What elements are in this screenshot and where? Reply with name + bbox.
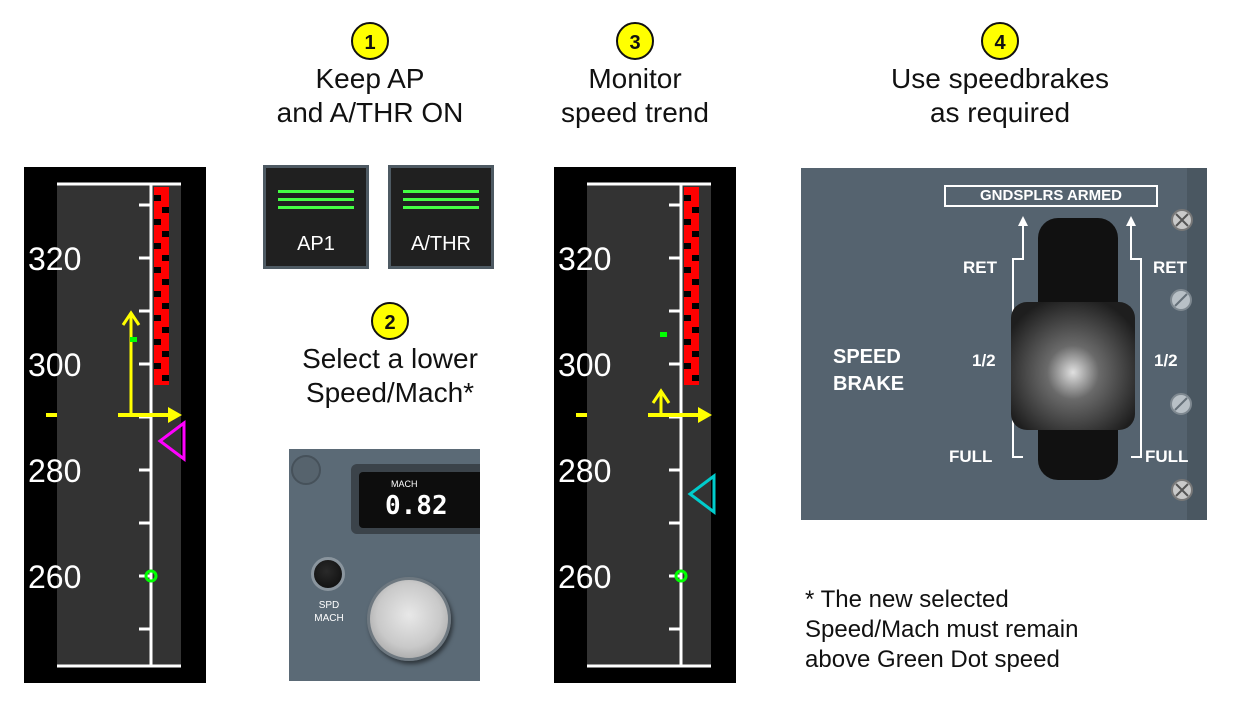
step-badge: 3 [616,22,654,60]
step-text: Keep AP [315,63,425,94]
speedbrake-panel: GNDSPLRS ARMED RET RET 1/2 1/2 FULL FULL… [801,168,1207,520]
half-right-label: 1/2 [1154,351,1178,370]
footnote-line: * The new selected [805,586,1009,613]
step-2-heading: 2 Select a lower Speed/Mach* [250,302,530,410]
speed-trend-arrow [651,388,671,415]
tick-label: 280 [558,453,611,489]
footnote-line: Speed/Mach must remain [805,616,1079,643]
overspeed-band [154,187,169,385]
full-left-label: FULL [949,447,993,466]
full-right-label: FULL [1145,447,1189,466]
speed-reference-triangle [168,407,182,423]
ap1-button[interactable]: AP1 [263,165,369,269]
screw-icon [1171,209,1193,231]
screw-icon [1170,393,1192,415]
footnote-line: above Green Dot speed [805,646,1060,673]
step-3-heading: 3 Monitor speed trend [535,22,735,130]
tick-label: 280 [28,453,81,489]
speed-selector-knob[interactable] [367,577,451,661]
speed-tape-left: 320 300 280 260 [24,167,206,683]
speed-mach-display [359,472,480,528]
speedbrake-graphics [1011,168,1207,520]
step-badge: 1 [351,22,389,60]
arrow-up-icon [1126,216,1136,226]
step-text: speed trend [561,97,709,128]
step-badge: 4 [981,22,1019,60]
arrow-up-icon [1018,216,1028,226]
mach-label: MACH [391,479,418,489]
ap1-label: AP1 [297,233,335,255]
speed-tape-right: 320 300 280 260 [554,167,736,683]
target-speed-marker [660,332,667,337]
ret-left-label: RET [963,258,997,277]
footnote: * The new selected Speed/Mach must remai… [805,585,1078,675]
selected-speed-triangle [157,420,186,462]
tick-label: 300 [558,347,611,383]
screw-icon [1171,479,1193,501]
step-4-heading: 4 Use speedbrakes as required [860,22,1140,130]
speed-reference-triangle [698,407,712,423]
step-badge: 2 [371,302,409,340]
step-text: and A/THR ON [276,97,464,128]
tick-label: 320 [558,241,611,277]
step-text: Use speedbrakes [891,63,1109,94]
spd-mach-button[interactable] [311,557,345,591]
tick-label: 260 [558,559,611,595]
gndsplrs-armed-label: GNDSPLRS ARMED [944,185,1158,207]
step-text: Speed/Mach* [305,377,475,408]
target-speed-marker [130,337,137,342]
step-text: Monitor [588,63,682,94]
green-dot-speed [144,569,158,583]
step-text: as required [929,97,1071,128]
half-left-label: 1/2 [972,351,996,370]
overspeed-band [684,187,699,385]
step-1-heading: 1 Keep AP and A/THR ON [250,22,490,130]
green-dot-speed [674,569,688,583]
tick-label: 300 [28,347,81,383]
speedbrake-lever-handle[interactable] [1011,302,1135,430]
athr-label: A/THR [411,233,471,255]
screw-icon [1170,289,1192,311]
speed-trend-arrow [121,310,141,415]
selected-speed-triangle [687,473,716,515]
tick-label: 320 [28,241,81,277]
screw-icon [291,455,321,485]
ret-right-label: RET [1153,258,1187,277]
tick-label: 260 [28,559,81,595]
mach-value: 0.82 [385,491,448,521]
step-text: Select a lower [302,343,478,374]
athr-button[interactable]: A/THR [388,165,494,269]
